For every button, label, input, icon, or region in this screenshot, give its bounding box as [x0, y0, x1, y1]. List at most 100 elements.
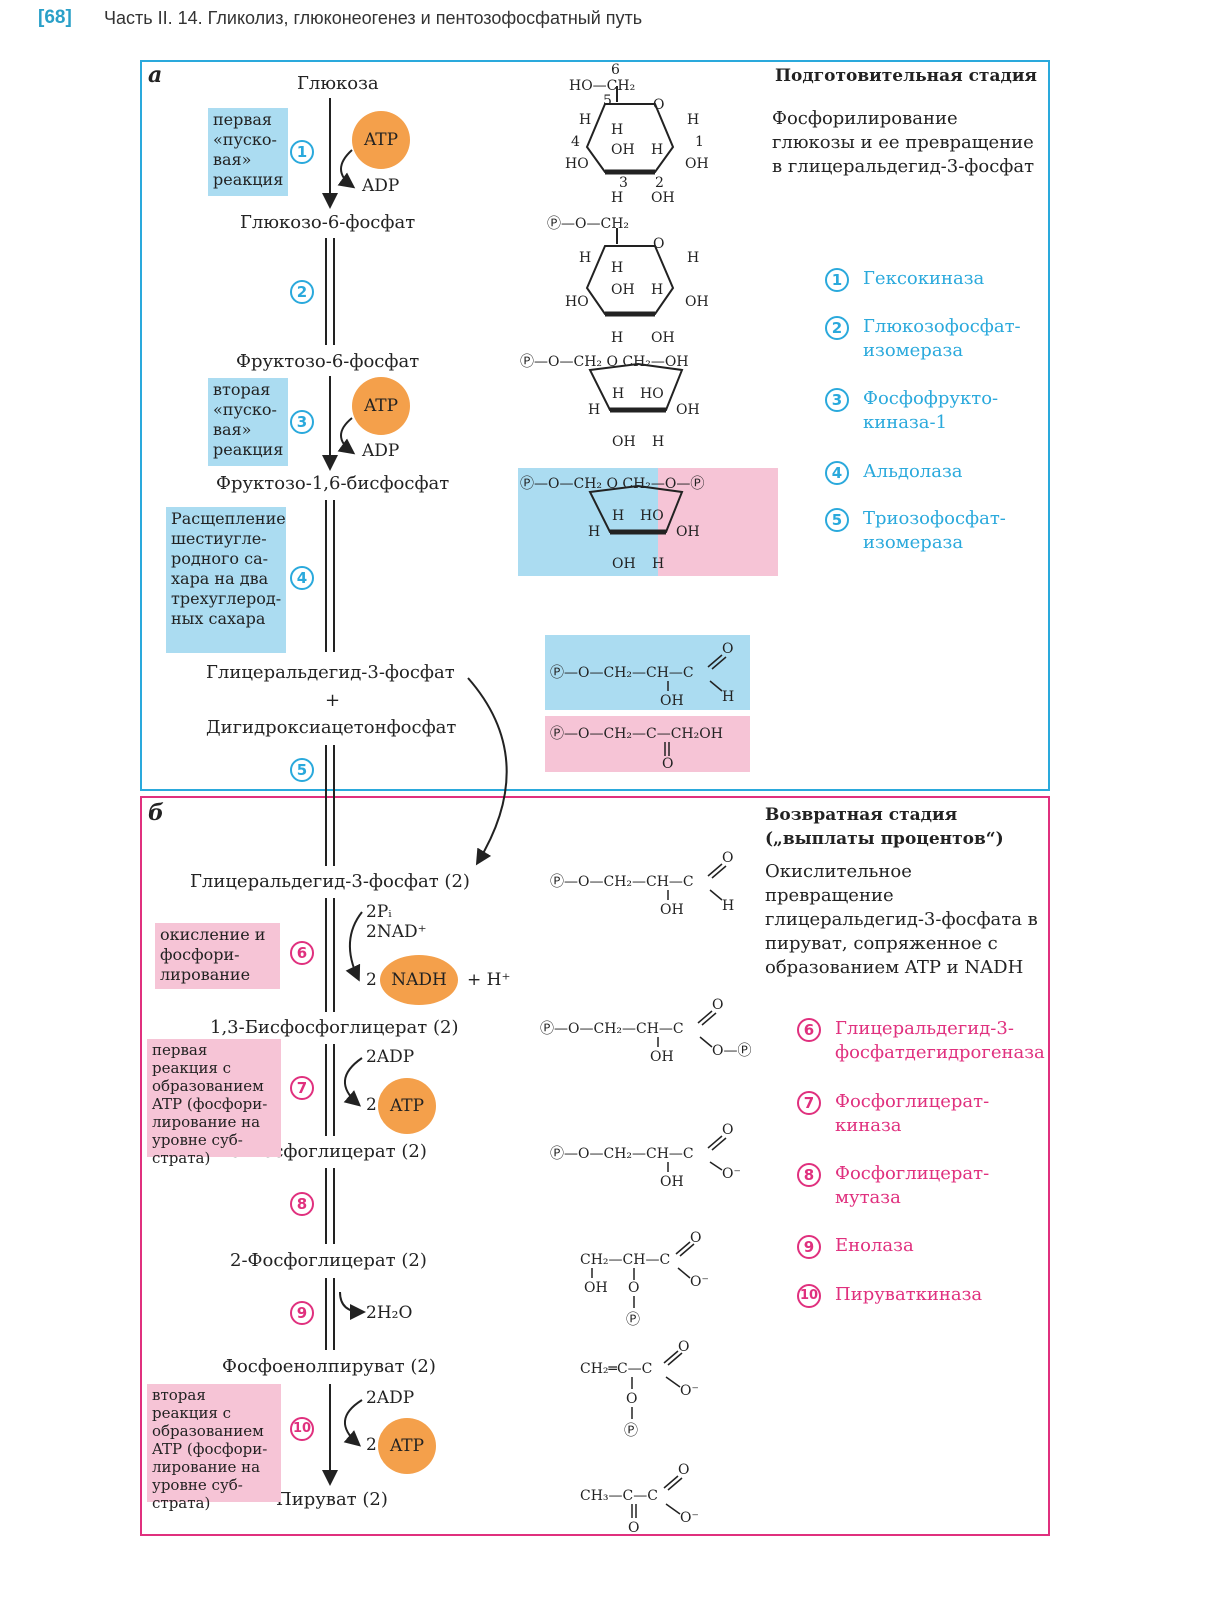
svg-text:H: H — [588, 524, 600, 540]
svg-text:OH: OH — [685, 294, 709, 310]
atp-oval-4: ATP — [378, 1418, 436, 1474]
svg-text:H: H — [612, 386, 624, 402]
page-number: [68] — [38, 7, 72, 28]
svg-text:H: H — [588, 402, 600, 418]
svg-text:OH: OH — [660, 1174, 684, 1190]
svg-text:H: H — [652, 434, 664, 450]
svg-text:Ⓟ—O—CH₂—C—CH₂OH: Ⓟ—O—CH₂—C—CH₂OH — [550, 726, 723, 742]
svg-text:H: H — [687, 250, 699, 266]
metabolite-pyruvate: Пируват (2) — [276, 1489, 388, 1510]
svg-text:3: 3 — [619, 175, 628, 191]
svg-text:O: O — [722, 1122, 733, 1138]
svg-text:Ⓟ—O—CH₂ O CH₂—O—Ⓟ: Ⓟ—O—CH₂ O CH₂—O—Ⓟ — [520, 476, 704, 492]
enzyme-5: Триозофосфат-изомераза — [863, 508, 1006, 553]
svg-text:Ⓟ—O—CH₂—CH—C: Ⓟ—O—CH₂—CH—C — [550, 665, 694, 681]
svg-text:H: H — [651, 282, 663, 298]
svg-text:H: H — [611, 260, 623, 276]
svg-text:O⁻: O⁻ — [722, 1166, 741, 1182]
svg-text:HO—CH₂: HO—CH₂ — [569, 78, 635, 94]
step-7-circle: 7 — [290, 1076, 314, 1100]
panel-a-letter: а — [148, 62, 163, 88]
enzyme-7-circle: 7 — [797, 1091, 821, 1115]
svg-text:Ⓟ—O—CH₂—CH—C: Ⓟ—O—CH₂—CH—C — [540, 1021, 684, 1037]
svg-text:O⁻: O⁻ — [680, 1510, 699, 1526]
adp-label-2: ADP — [362, 441, 400, 461]
svg-text:Ⓟ—O—CH₂—CH—C: Ⓟ—O—CH₂—CH—C — [550, 1146, 694, 1162]
svg-text:O: O — [678, 1339, 689, 1355]
nad-label: 2NAD⁺ — [366, 922, 427, 942]
nadh-coef: 2 — [366, 970, 377, 990]
svg-text:OH: OH — [660, 693, 684, 709]
svg-text:O: O — [628, 1280, 639, 1296]
enzyme-1-circle: 1 — [825, 268, 849, 292]
enzyme-6: Глицеральдегид-3-фосфатдегидрогеназа — [835, 1018, 1045, 1063]
svg-text:H: H — [651, 142, 663, 158]
metabolite-gap: Глицеральдегид-3-фосфат — [206, 662, 455, 683]
svg-text:1: 1 — [695, 134, 704, 150]
gap2-structure: Ⓟ—O—CH₂—CH—C O OH H — [550, 850, 734, 918]
step-1-circle: 1 — [290, 140, 314, 164]
enzyme-9: Енолаза — [835, 1235, 914, 1256]
svg-text:Ⓟ—O—CH₂ O CH₂—OH: Ⓟ—O—CH₂ O CH₂—OH — [520, 354, 689, 370]
pyruvate-structure: CH₃—C—C O O⁻ O — [580, 1462, 699, 1536]
svg-text:O—Ⓟ: O—Ⓟ — [712, 1043, 751, 1059]
panel-b-letter: б — [148, 800, 164, 826]
svg-text:HO: HO — [565, 294, 589, 310]
metabolite-2pg: 2-Фосфоглицерат (2) — [230, 1250, 427, 1271]
enzyme-3: Фосфофрукто-киназа-1 — [863, 388, 999, 433]
svg-text:Ⓟ—O—CH₂—CH—C: Ⓟ—O—CH₂—CH—C — [550, 874, 694, 890]
svg-text:HO: HO — [640, 508, 664, 524]
step-8-circle: 8 — [290, 1192, 314, 1216]
note-second-atp: вторая реакция с образованием ATP (фосфо… — [147, 1384, 281, 1512]
svg-text:CH₂═C—C: CH₂═C—C — [580, 1361, 652, 1377]
step-2-circle: 2 — [290, 280, 314, 304]
enzyme-9-circle: 9 — [797, 1235, 821, 1259]
enzyme-10-circle: 10 — [797, 1284, 821, 1308]
svg-text:O: O — [628, 1520, 639, 1536]
step-5-circle: 5 — [290, 758, 314, 782]
atp-oval-2: ATP — [352, 377, 410, 435]
svg-text:H: H — [611, 330, 623, 346]
panel-b — [140, 796, 1050, 1536]
svg-text:O: O — [653, 97, 664, 113]
atp-oval-1: ATP — [352, 111, 410, 169]
metabolite-gap-2: Глицеральдегид-3-фосфат (2) — [190, 871, 470, 892]
stage-b-title-1: Возвратная стадия — [765, 805, 958, 825]
svg-text:O: O — [626, 1391, 637, 1407]
plus-sign: + — [325, 690, 341, 711]
enzyme-1: Гексокиназа — [863, 268, 985, 289]
svg-text:Ⓟ—O—CH₂: Ⓟ—O—CH₂ — [547, 216, 629, 232]
svg-text:Ⓟ: Ⓟ — [624, 1423, 638, 1439]
stage-a-title: Подготовительная стадия — [775, 66, 1037, 86]
svg-text:O: O — [678, 1462, 689, 1478]
svg-text:OH: OH — [650, 1049, 674, 1065]
enzyme-8: Фосфоглицерат-мутаза — [835, 1163, 990, 1208]
svg-text:CH₂—CH—C: CH₂—CH—C — [580, 1252, 670, 1268]
adp-label-3: 2ADP — [366, 1047, 415, 1067]
step-3-circle: 3 — [290, 410, 314, 434]
svg-text:H: H — [687, 112, 699, 128]
svg-text:OH: OH — [612, 434, 636, 450]
page-title: Часть II. 14. Гликолиз, глюконеогенез и … — [104, 8, 643, 28]
pi-label: 2Pᵢ — [366, 902, 392, 922]
bpg-structure: Ⓟ—O—CH₂—CH—C O OH O—Ⓟ — [540, 997, 751, 1065]
water-label: 2H₂O — [366, 1303, 413, 1323]
svg-text:H: H — [722, 898, 734, 914]
step-6-circle: 6 — [290, 941, 314, 965]
metabolite-g6p: Глюкозо-6-фосфат — [240, 212, 416, 233]
atp-coef-2: 2 — [366, 1435, 377, 1455]
svg-text:H: H — [579, 112, 591, 128]
svg-text:H: H — [611, 190, 623, 206]
svg-text:O: O — [712, 997, 723, 1013]
panel-a — [140, 60, 1050, 791]
f16bp-pink-band — [658, 468, 778, 576]
svg-text:OH: OH — [611, 142, 635, 158]
enzyme-7: Фосфоглицерат-киназа — [835, 1091, 990, 1136]
svg-text:H: H — [611, 122, 623, 138]
enzyme-6-circle: 6 — [797, 1018, 821, 1042]
metabolite-bpg: 1,3-Бисфосфоглицерат (2) — [210, 1017, 459, 1038]
